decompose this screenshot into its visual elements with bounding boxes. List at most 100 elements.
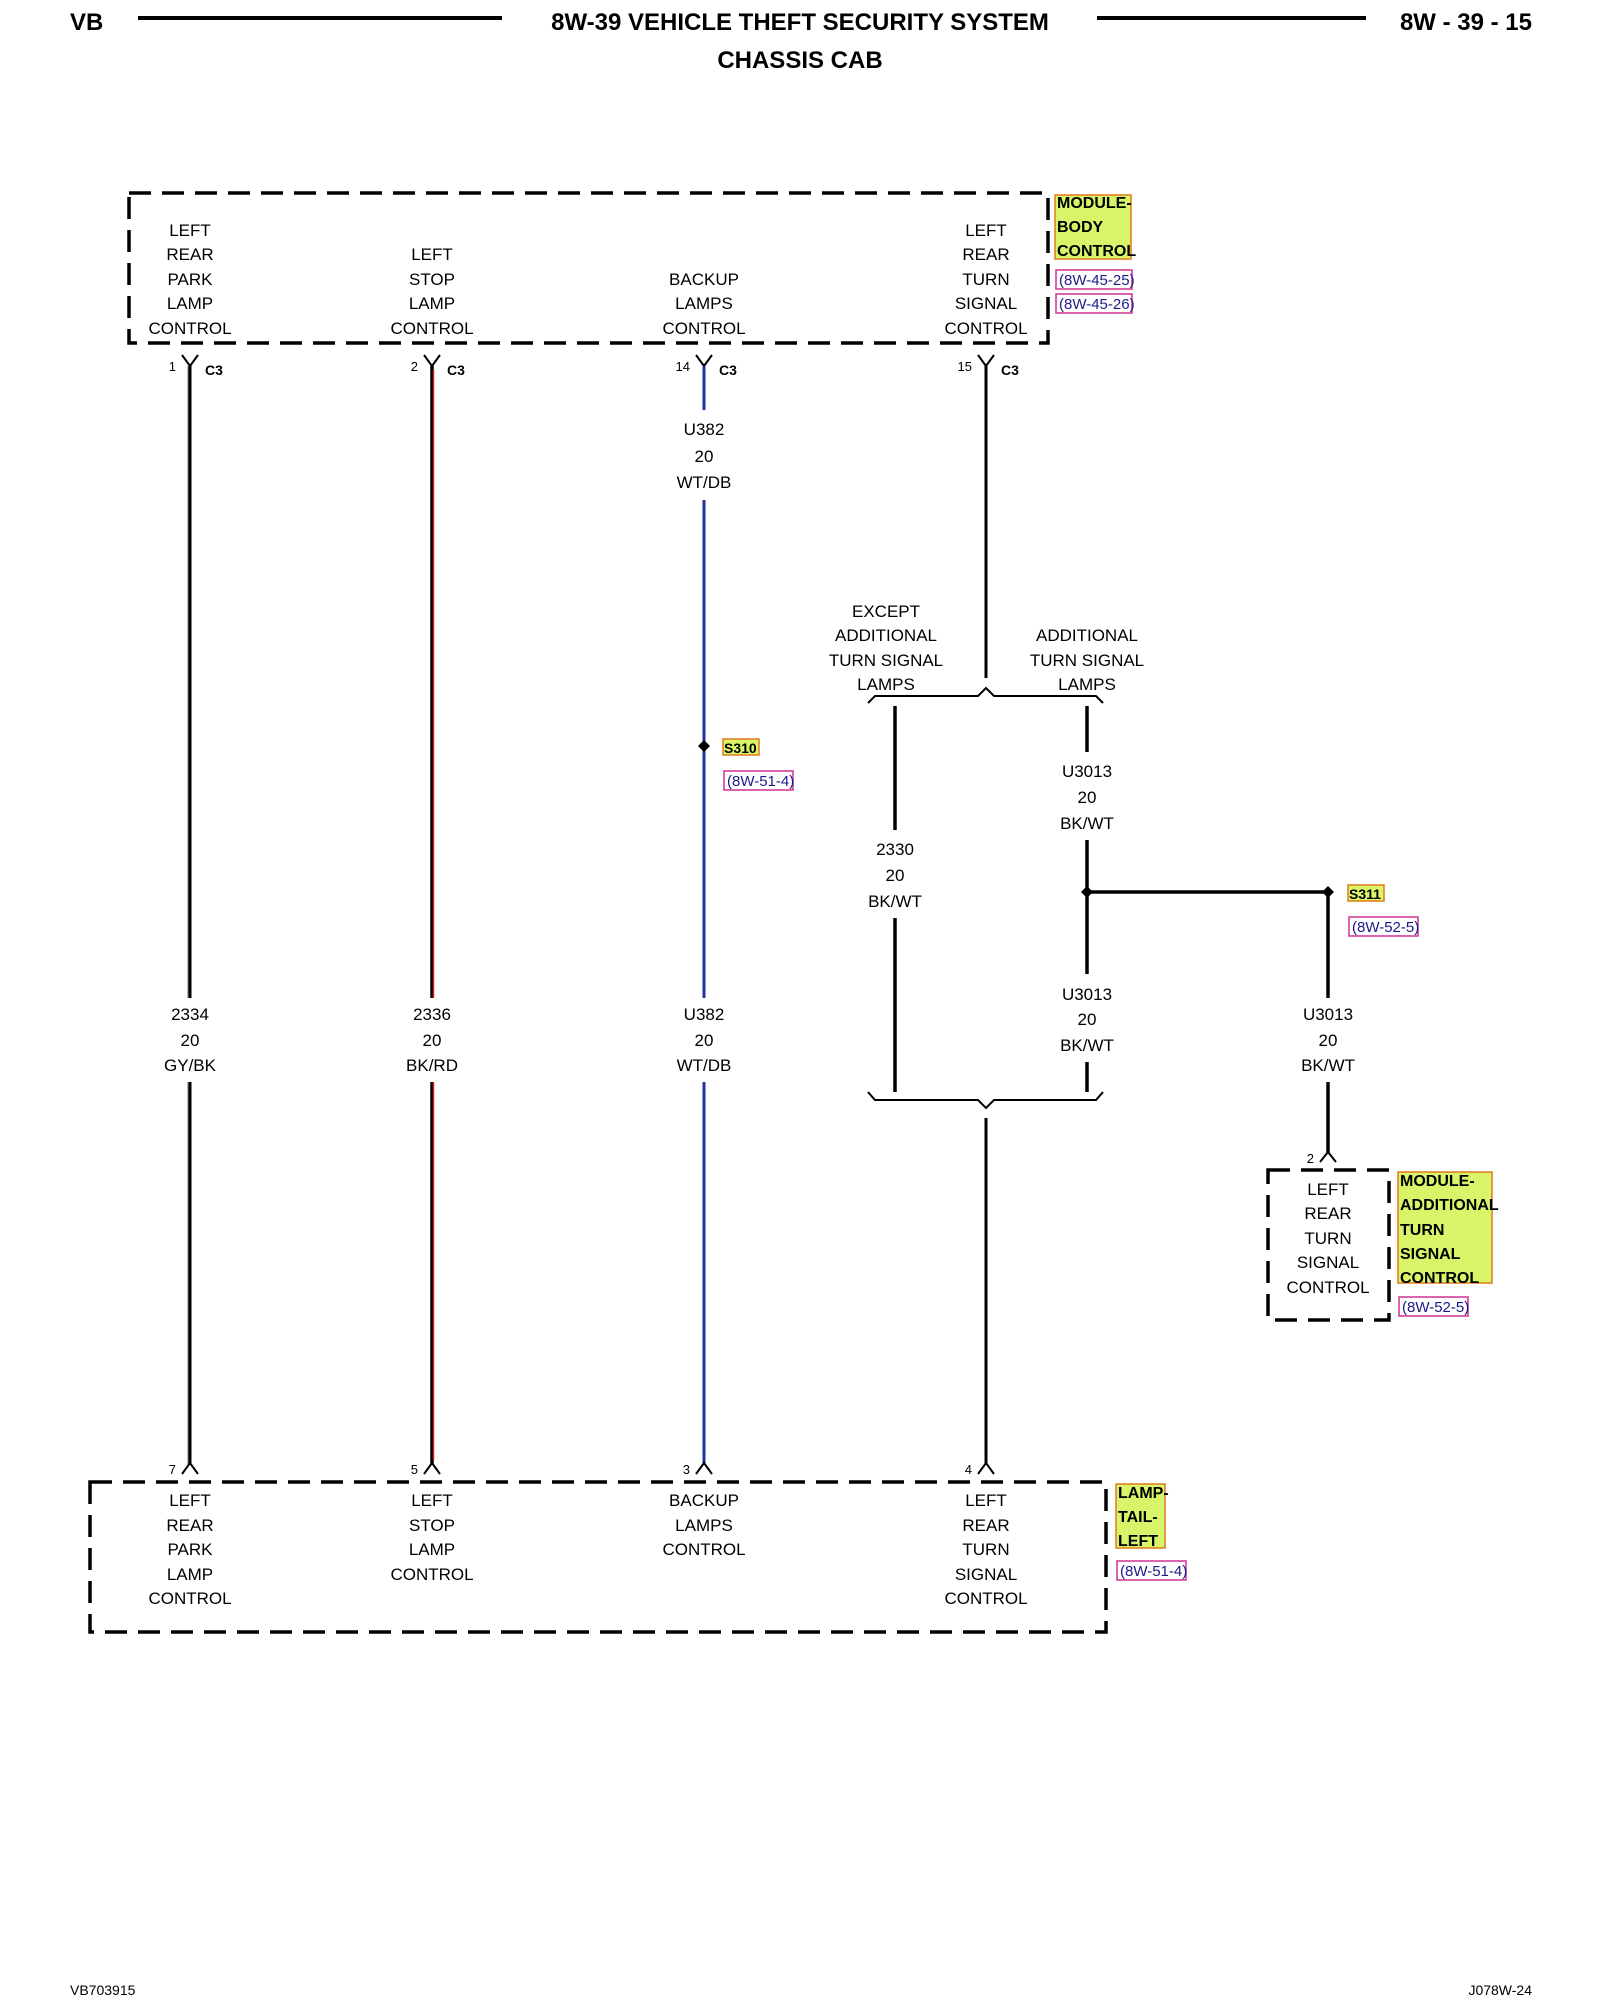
- splice-s310-label: S310: [724, 740, 757, 756]
- tail-fn-1-line: PARK: [167, 1540, 213, 1559]
- atsm-ref-box: [1398, 1296, 1469, 1317]
- bcm-pin-number: 2: [411, 359, 418, 374]
- wire-u382-bottom-gauge: 20: [695, 1031, 714, 1050]
- bcm-tag-line: MODULE-: [1057, 195, 1132, 212]
- upper-option-brace: [867, 686, 1104, 704]
- bcm-fn-1-line: PARK: [167, 270, 213, 289]
- option-except-label: EXCEPT ADDITIONAL TURN SIGNAL LAMPS: [829, 602, 943, 694]
- tail-pin-number: 3: [683, 1462, 690, 1477]
- option-except-line: TURN SIGNAL: [829, 651, 943, 670]
- bcm-fn-3-line: BACKUP: [669, 270, 739, 289]
- bcm-tag-line: CONTROL: [1057, 243, 1136, 260]
- wire-u3013-lower-gauge: 20: [1078, 1010, 1097, 1029]
- atsm-tag-line: TURN: [1400, 1222, 1444, 1239]
- splice-s310-ref-box: [723, 770, 794, 791]
- tail-fn-2-line: LEFT: [411, 1491, 453, 1510]
- atsm-fn-line: CONTROL: [1286, 1278, 1369, 1297]
- wire-2336: 2336 20 BK/RD: [406, 366, 458, 1464]
- tail-pin-number: 5: [411, 1462, 418, 1477]
- atsm-name-tag: [1397, 1171, 1493, 1284]
- atsm-fn-line: REAR: [1304, 1204, 1351, 1223]
- tail-lamp-connector-pins: 7 5 3 4: [169, 1461, 995, 1477]
- bcm-function-4: LEFT REAR TURN SIGNAL CONTROL: [944, 221, 1027, 338]
- atsm-tag-line: CONTROL: [1400, 1270, 1479, 1287]
- body-control-module: LEFT REAR PARK LAMP CONTROL LEFT STOP LA…: [127, 191, 1136, 345]
- tail-fn-1-line: LEFT: [169, 1491, 211, 1510]
- wire-2336-gauge: 20: [423, 1031, 442, 1050]
- bcm-connector-pins: 1 C3 2 C3 14 C3 15 C3: [169, 354, 1019, 378]
- tail-tag-line: TAIL-: [1118, 1509, 1158, 1526]
- header-left: VB: [70, 9, 103, 36]
- tail-pin-number: 7: [169, 1462, 176, 1477]
- tail-function-4: LEFT REAR TURN SIGNAL CONTROL: [944, 1491, 1027, 1608]
- bcm-fn-4-line: REAR: [962, 245, 1009, 264]
- lower-merge-brace: [867, 1091, 1104, 1110]
- tail-fn-2-line: CONTROL: [390, 1565, 473, 1584]
- option-except-line: ADDITIONAL: [835, 626, 937, 645]
- tail-pin-3: 3: [683, 1461, 713, 1477]
- bcm-fn-2-line: LEFT: [411, 245, 453, 264]
- tail-fn-4-line: LEFT: [965, 1491, 1007, 1510]
- wire-u3013-lower-circuit: U3013: [1062, 985, 1112, 1004]
- bcm-connector-label: C3: [447, 362, 465, 378]
- bcm-name-tag: [1054, 194, 1132, 260]
- wire-u3013-upper-gauge: 20: [1078, 788, 1097, 807]
- bcm-fn-4-line: LEFT: [965, 221, 1007, 240]
- bcm-pin-2: 2 C3: [411, 354, 465, 378]
- atsm-fn-line: LEFT: [1307, 1180, 1349, 1199]
- option-additional-line: TURN SIGNAL: [1030, 651, 1144, 670]
- wire-2330-circuit: 2330: [876, 840, 914, 859]
- tail-tag-line: LEFT: [1118, 1533, 1158, 1550]
- bcm-fn-4-line: SIGNAL: [955, 294, 1017, 313]
- bcm-ref-1[interactable]: (8W-45-25): [1059, 272, 1135, 289]
- option-except-line: EXCEPT: [852, 602, 920, 621]
- splice-s310-dot: [698, 740, 710, 752]
- footer-right: J078W-24: [1468, 1982, 1532, 1998]
- wire-2334-color: GY/BK: [164, 1056, 217, 1075]
- bcm-ref-2[interactable]: (8W-45-26): [1059, 296, 1135, 313]
- splice-s311-ref[interactable]: (8W-52-5): [1352, 919, 1419, 936]
- bcm-pin-14: 14 C3: [676, 354, 737, 378]
- bcm-pin-number: 15: [958, 359, 972, 374]
- wire-2334: 2334 20 GY/BK: [164, 366, 217, 1464]
- splice-s310-ref[interactable]: (8W-51-4): [727, 773, 794, 790]
- tail-lamp-name-tag: [1115, 1483, 1166, 1549]
- wire-2334-gauge: 20: [181, 1031, 200, 1050]
- tail-function-3: BACKUP LAMPS CONTROL: [662, 1491, 745, 1559]
- splice-s310-tag: [722, 738, 760, 756]
- tail-pin-7: 7: [169, 1461, 199, 1477]
- tail-lamp-box: [88, 1480, 1108, 1634]
- tail-lamp-ref[interactable]: (8W-51-4): [1120, 1563, 1187, 1580]
- bcm-fn-2-line: LAMP: [409, 294, 455, 313]
- header-subtitle: CHASSIS CAB: [717, 47, 882, 74]
- option-additional-label: ADDITIONAL TURN SIGNAL LAMPS: [1030, 626, 1144, 694]
- wire-u3013-right-gauge: 20: [1319, 1031, 1338, 1050]
- wire-u3013-right-circuit: U3013: [1303, 1005, 1353, 1024]
- wire-u382-top-color: WT/DB: [677, 473, 732, 492]
- splice-s311-ref-box: [1348, 916, 1419, 937]
- tail-fn-4-line: CONTROL: [944, 1589, 1027, 1608]
- tail-fn-4-line: SIGNAL: [955, 1565, 1017, 1584]
- bcm-pin-number: 14: [676, 359, 690, 374]
- bcm-box: [127, 191, 1050, 345]
- bcm-pin-15: 15 C3: [958, 354, 1019, 378]
- wire-u3013-upper-circuit: U3013: [1062, 762, 1112, 781]
- tail-fn-4-line: REAR: [962, 1516, 1009, 1535]
- tail-lamp-left: LEFT REAR PARK LAMP CONTROL LEFT STOP LA…: [88, 1480, 1187, 1634]
- wire-u382-top-circuit: U382: [684, 420, 725, 439]
- atsm-ref[interactable]: (8W-52-5): [1402, 1299, 1469, 1316]
- wire-u382-bottom-circuit: U382: [684, 1005, 725, 1024]
- wire-2336-circuit: 2336: [413, 1005, 451, 1024]
- tail-fn-3-line: BACKUP: [669, 1491, 739, 1510]
- bcm-fn-4-line: TURN: [962, 270, 1009, 289]
- wire-u3013-lower-color: BK/WT: [1060, 1036, 1114, 1055]
- bcm-fn-2-line: CONTROL: [390, 319, 473, 338]
- wire-2330-color: BK/WT: [868, 892, 922, 911]
- bcm-ref-box-2: [1055, 293, 1133, 314]
- bcm-fn-1-line: CONTROL: [148, 319, 231, 338]
- splice-s311-label: S311: [1349, 886, 1381, 902]
- splice-s311-tag: [1347, 884, 1385, 902]
- tail-pin-5: 5: [411, 1461, 441, 1477]
- atsm-fn-line: SIGNAL: [1297, 1253, 1359, 1272]
